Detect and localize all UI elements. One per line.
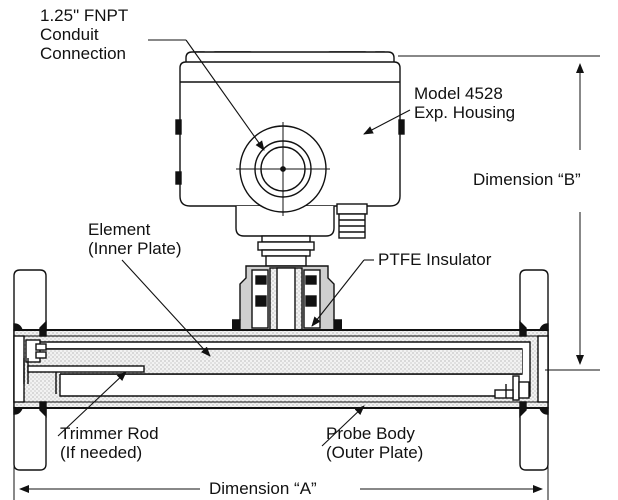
dimension-b-label: Dimension “B” [470,170,584,189]
trimmer-rod-label: Trimmer Rod (If needed) [60,424,159,462]
housing-label: Model 4528 Exp. Housing [414,84,515,122]
element-label-line-1: Element [88,220,151,239]
ptfe-insulator-label: PTFE Insulator [378,250,492,269]
element-label-line-2: (Inner Plate) [88,239,182,258]
leader-lines [57,39,411,447]
dimension-a-label: Dimension “A” [206,479,320,498]
insulator-fitting [232,265,342,351]
conduit-label-line-1: 1.25" FNPT [40,6,129,25]
conduit-connection-label: 1.25" FNPT Conduit Connection [40,6,128,63]
housing-label-line-1: Model 4528 [414,84,503,103]
trimmer-label-line-1: Trimmer Rod [60,424,159,443]
probe-body-label: Probe Body (Outer Plate) [326,424,423,462]
dimension-a-line [13,444,549,500]
probe-body-label-line-1: Probe Body [326,424,415,443]
explosion-proof-housing [175,51,405,239]
right-end-fixture [494,375,530,401]
element-label: Element (Inner Plate) [88,220,182,258]
probe-body-label-line-2: (Outer Plate) [326,443,424,462]
trimmer-rod [27,365,145,394]
threaded-neck [257,235,315,267]
dimension-b-line [398,55,600,371]
conduit-label-line-2: Conduit [40,25,99,44]
conduit-label-line-3: Connection [40,44,127,63]
trimmer-label-line-2: (If needed) [60,443,143,462]
housing-label-line-2: Exp. Housing [414,103,516,122]
